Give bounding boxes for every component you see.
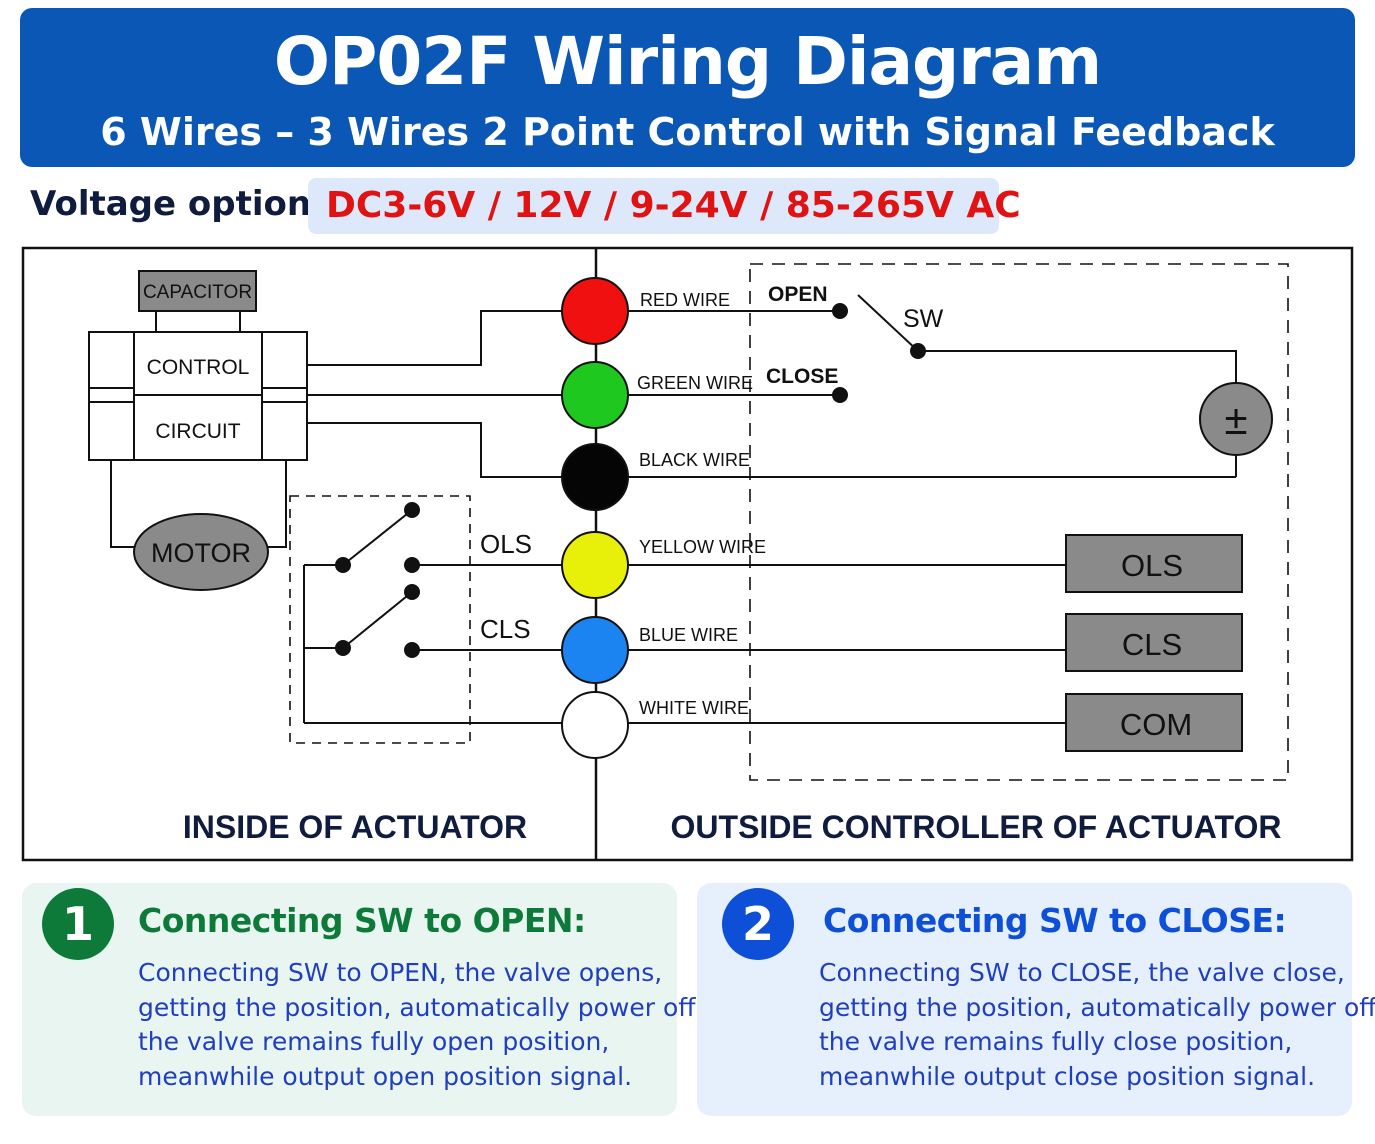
card-line: getting the position, automatically powe… <box>819 992 1375 1022</box>
yellow-wire-label: YELLOW WIRE <box>639 537 766 557</box>
card-line: the valve remains fully open position, <box>138 1027 610 1056</box>
black-wire-terminal <box>561 443 629 511</box>
voltage-label: Voltage option: <box>30 184 325 224</box>
card-line: Connecting SW to CLOSE, the valve close, <box>819 958 1345 987</box>
control-label: CONTROL <box>147 356 250 379</box>
wire-terminals <box>561 277 629 759</box>
motor-wire <box>268 460 287 548</box>
motor-label: MOTOR <box>151 538 251 568</box>
limit-switch-contacts <box>335 502 420 658</box>
cls-terminal-label: CLS <box>1122 627 1182 662</box>
blue-wire-terminal <box>561 616 629 684</box>
red-wire-terminal <box>561 277 629 345</box>
card-line: meanwhile output close position signal. <box>819 1061 1316 1091</box>
cls-terminal <box>1065 613 1243 672</box>
capacitor-label: CAPACITOR <box>143 282 252 303</box>
control-circuit-block <box>88 311 308 461</box>
blue-wire-label: BLUE WIRE <box>639 625 738 645</box>
yellow-wire-terminal <box>561 531 629 599</box>
ols-terminal <box>1065 534 1243 593</box>
motor-wire <box>110 460 134 548</box>
close-instruction-card: 2 Connecting SW to CLOSE: Connecting SW … <box>697 883 1375 1116</box>
ols-terminal-label: OLS <box>1121 548 1183 583</box>
inside-cls-label: CLS <box>480 614 531 644</box>
inside-ols-label: OLS <box>480 529 532 559</box>
card-line: Connecting SW to OPEN, the valve opens, <box>138 958 663 987</box>
green-wire-terminal <box>561 361 629 429</box>
green-wire-label: GREEN WIRE <box>637 373 753 393</box>
open-instruction-card: 1 Connecting SW to OPEN: Connecting SW t… <box>22 883 704 1116</box>
title-banner: OP02F Wiring Diagram 6 Wires – 3 Wires 2… <box>20 8 1355 167</box>
circuit-wires <box>307 310 562 478</box>
page-subtitle: 6 Wires – 3 Wires 2 Point Control with S… <box>100 110 1275 154</box>
sw-label: SW <box>903 305 944 333</box>
inside-section-label: INSIDE OF ACTUATOR <box>183 809 527 845</box>
outside-wires <box>628 294 1237 724</box>
card-description: Connecting SW to CLOSE, the valve close,… <box>819 956 1375 1094</box>
voltage-option-box: DC3-6V / 12V / 9-24V / 85-265V AC <box>308 178 1021 234</box>
sw-contacts <box>832 303 926 403</box>
limit-switch-wiring <box>303 509 562 724</box>
close-label: CLOSE <box>766 365 838 388</box>
com-terminal-label: COM <box>1120 707 1192 742</box>
step-number-badge: 1 <box>42 888 114 960</box>
com-terminal <box>1065 693 1243 752</box>
white-wire-label: WHITE WIRE <box>639 698 749 718</box>
capacitor-box <box>138 270 257 312</box>
step-number-badge: 2 <box>722 888 794 960</box>
black-wire-label: BLACK WIRE <box>639 450 750 470</box>
card-title: Connecting SW to CLOSE: <box>823 901 1287 940</box>
card-line: meanwhile output open position signal. <box>138 1061 633 1091</box>
power-symbol: ± <box>1224 396 1247 443</box>
motor <box>133 513 269 591</box>
limit-switch-box <box>289 495 471 744</box>
red-wire-label: RED WIRE <box>640 290 730 310</box>
page-title: OP02F Wiring Diagram <box>273 23 1102 100</box>
card-line: getting the position, automatically powe… <box>138 992 704 1022</box>
controller-box <box>749 263 1289 781</box>
open-label: OPEN <box>768 283 828 306</box>
voltage-value: DC3-6V / 12V / 9-24V / 85-265V AC <box>326 185 1021 226</box>
white-wire-terminal <box>561 691 629 759</box>
card-title: Connecting SW to OPEN: <box>138 901 586 940</box>
card-description: Connecting SW to OPEN, the valve opens, … <box>138 956 704 1094</box>
card-line: the valve remains fully close position, <box>819 1027 1293 1056</box>
circuit-label: CIRCUIT <box>155 420 240 443</box>
power-source <box>1199 382 1273 456</box>
outside-section-label: OUTSIDE CONTROLLER OF ACTUATOR <box>671 809 1282 845</box>
